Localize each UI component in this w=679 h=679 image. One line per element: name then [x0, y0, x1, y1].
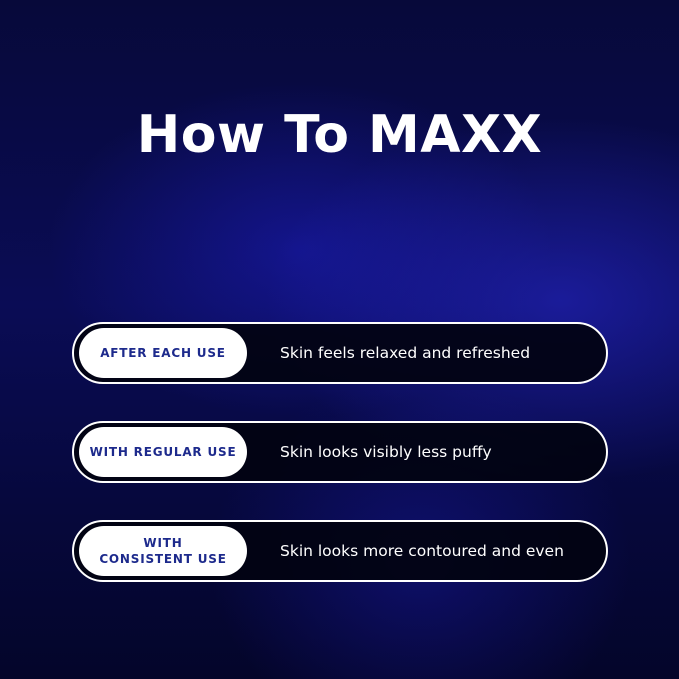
usage-pill-label: AFTER EACH USE: [100, 346, 226, 360]
usage-pill-label: WITH REGULAR USE: [89, 445, 237, 459]
usage-pill: AFTER EACH USE: [79, 328, 247, 378]
usage-description: Skin feels relaxed and refreshed: [280, 344, 531, 362]
usage-pill-label: WITH CONSISTENT USE: [99, 536, 227, 566]
usage-row-consistent-use: WITH CONSISTENT USE Skin looks more cont…: [72, 520, 608, 582]
usage-description: Skin looks visibly less puffy: [280, 443, 492, 461]
usage-pill: WITH REGULAR USE: [79, 427, 247, 477]
page-title: How To MAXX: [136, 105, 543, 165]
usage-description: Skin looks more contoured and even: [280, 542, 564, 560]
usage-pill: WITH CONSISTENT USE: [79, 526, 247, 576]
usage-row-after-each-use: AFTER EACH USE Skin feels relaxed and re…: [72, 322, 608, 384]
usage-row-regular-use: WITH REGULAR USE Skin looks visibly less…: [72, 421, 608, 483]
